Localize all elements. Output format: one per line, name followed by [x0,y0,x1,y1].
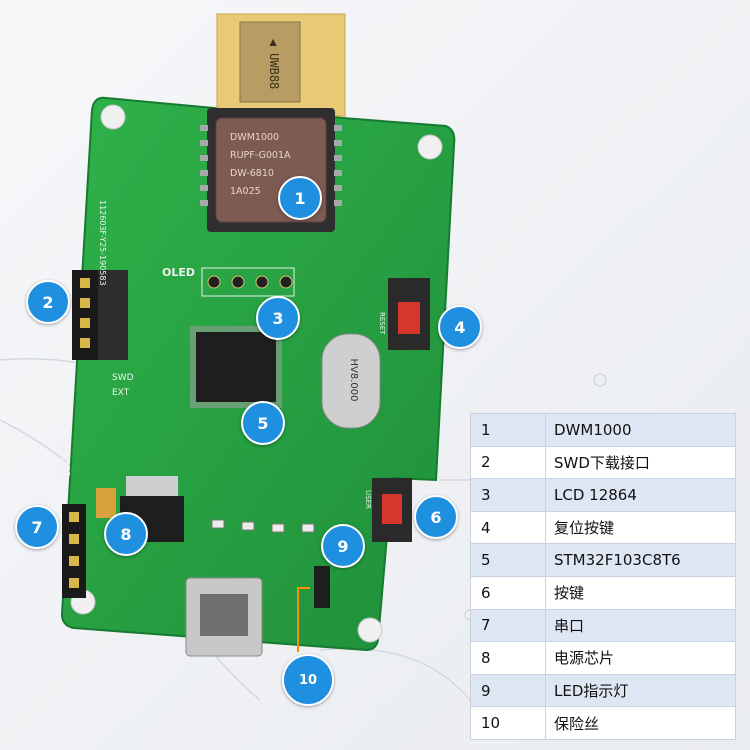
marker-7: 7 [15,505,59,549]
legend-num: 6 [470,575,546,610]
legend-num: 7 [470,608,546,643]
marker-10: 10 [282,654,334,706]
crystal: HV8.000 [321,333,381,429]
usb-connector [185,577,263,657]
stm32-chip [190,326,282,408]
dwm1000-module: ◀ UWB88 DWM1000 RUPF-G001A DW-6810 1A025 [200,13,346,232]
antenna-label: ◀ UWB88 [267,39,281,90]
reset-button-part: RESET [378,278,430,350]
module-text-line-2: RUPF-G001A [230,150,291,161]
marker-9: 9 [321,524,365,568]
legend-num: 8 [470,641,546,675]
fuse-part [297,566,330,652]
swd-header: SWD EXT 112603F-Y25-190583 [72,200,134,398]
uart-label: UART0 [60,437,73,478]
legend-text: DWM1000 [545,413,736,447]
crystal-label: HV8.000 [348,359,359,402]
legend-text: LED指示灯 [545,673,736,708]
legend-num: 4 [470,510,546,545]
module-text-line-4: 1A025 [230,186,261,197]
legend-num: 10 [470,706,546,740]
marker-5: 5 [241,401,285,445]
marker-6: 6 [414,495,458,539]
legend-text: SWD下载接口 [545,445,736,480]
legend-text: LCD 12864 [545,478,736,512]
power-regulator [96,476,184,542]
legend-num: 1 [470,413,546,447]
swd-label: SWD [112,373,134,383]
oled-header: OLED [162,266,295,297]
user-button-part: USER [364,478,412,542]
marker-3: 3 [256,296,300,340]
legend-text: 保险丝 [545,706,736,740]
reset-label: RESET [378,312,386,335]
legend-text: STM32F103C8T6 [545,543,736,577]
ext-label: EXT [112,388,130,398]
module-text-line-3: DW-6810 [230,168,274,179]
led-group [211,519,315,533]
marker-4: 4 [438,305,482,349]
marker-2: 2 [26,280,70,324]
module-text-line-1: DWM1000 [230,132,279,143]
legend-num: 2 [470,445,546,480]
legend-text: 复位按键 [545,510,736,545]
board-id-label: 112603F-Y25-190583 [98,200,107,286]
legend-num: 3 [470,478,546,512]
legend-num: 9 [470,673,546,708]
legend-text: 电源芯片 [545,641,736,675]
legend-text: 串口 [545,608,736,643]
marker-1: 1 [278,176,322,220]
user-label: USER [364,490,372,509]
uart-header: UART0 [60,437,86,598]
marker-8: 8 [104,512,148,556]
oled-label: OLED [162,266,195,279]
legend-num: 5 [470,543,546,577]
legend-text: 按键 [545,575,736,610]
